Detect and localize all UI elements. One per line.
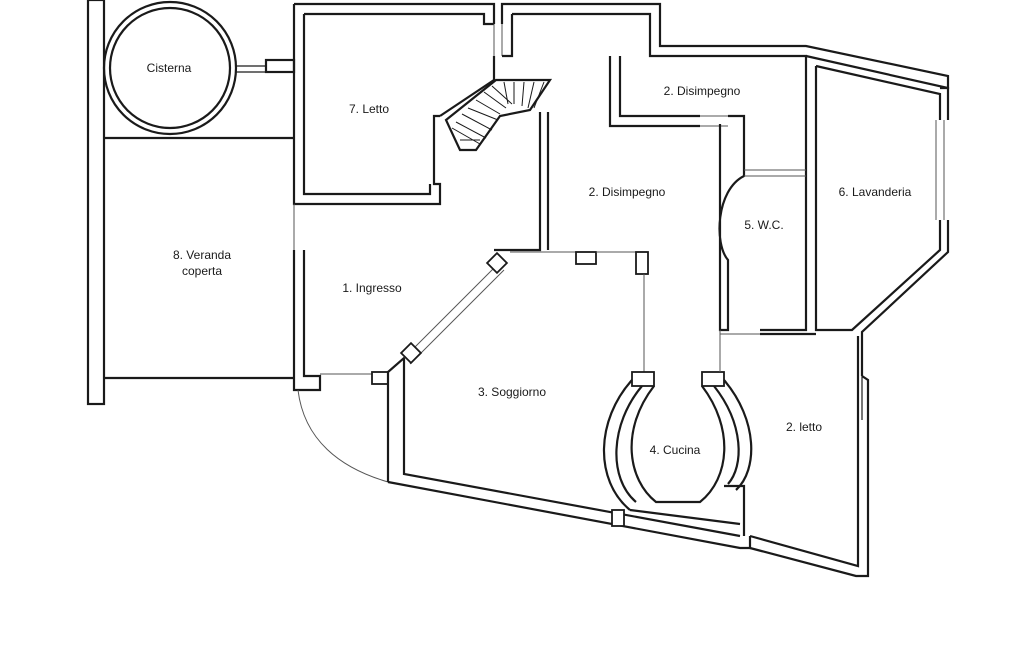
label-disimpegno-mid: 2. Disimpegno: [589, 185, 666, 199]
label-cucina: 4. Cucina: [650, 443, 701, 457]
cisterna-tank: [102, 0, 296, 136]
letto2-walls: [720, 333, 870, 578]
label-cisterna: Cisterna: [147, 61, 192, 75]
label-disimpegno-top: 2. Disimpegno: [664, 84, 741, 98]
room-labels: Cisterna 7. Letto 2. Disimpegno 2. Disim…: [147, 61, 912, 457]
label-letto-7: 7. Letto: [349, 102, 389, 116]
lavanderia-walls: [760, 54, 950, 376]
label-wc: 5. W.C.: [744, 218, 783, 232]
outer-walls: [292, 2, 950, 332]
staircase: [444, 78, 553, 152]
label-letto-2: 2. letto: [786, 420, 822, 434]
label-veranda-line2: coperta: [182, 264, 222, 278]
cucina-walls: [602, 330, 753, 536]
soggiorno-walls: [386, 251, 752, 550]
ingresso-walls: [292, 204, 389, 483]
corridor-walls: [494, 56, 806, 332]
label-ingresso: 1. Ingresso: [342, 281, 402, 295]
label-veranda-line1: 8. Veranda: [173, 248, 231, 262]
label-lavanderia: 6. Lavanderia: [839, 185, 912, 199]
label-soggiorno: 3. Soggiorno: [478, 385, 546, 399]
